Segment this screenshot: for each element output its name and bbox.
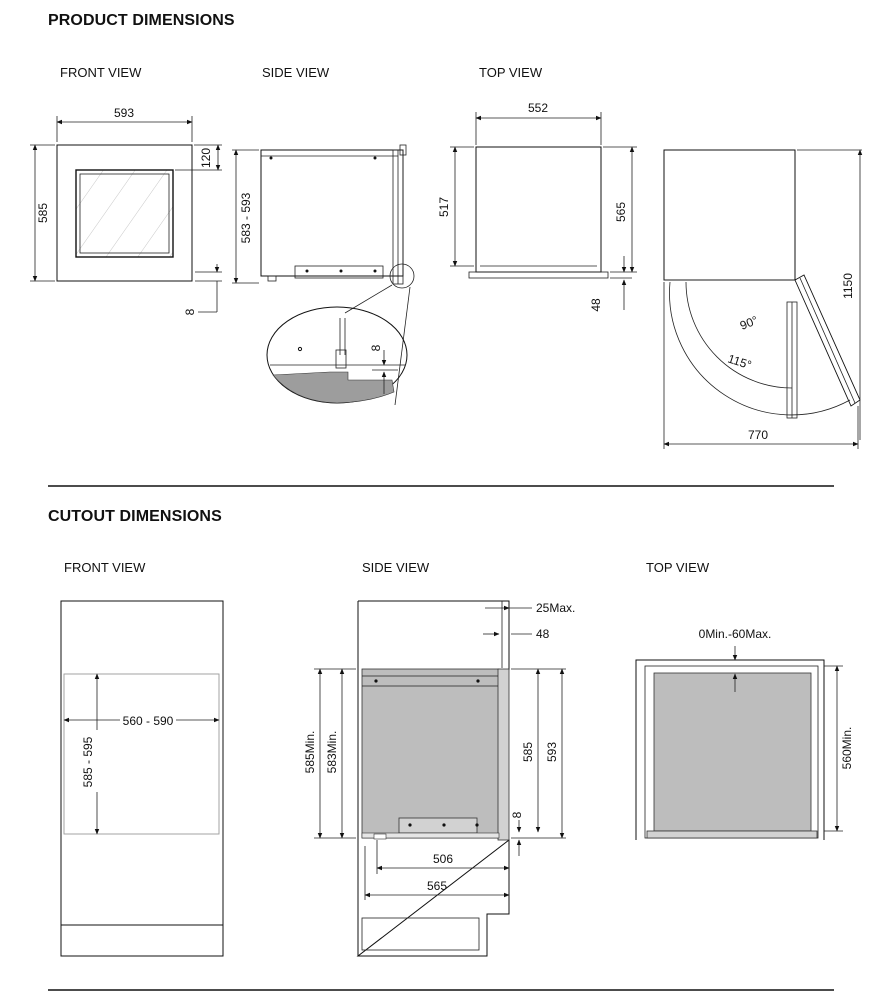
cutout-h593-label: 593 xyxy=(545,742,559,762)
cutout-top-view-label: TOP VIEW xyxy=(646,560,710,575)
product-dimensions-heading: PRODUCT DIMENSIONS xyxy=(48,12,235,29)
door-swing-view: 90° 115° 1150 770 xyxy=(663,149,863,449)
product-side-view: 583 - 593 8 xyxy=(232,144,415,406)
cutout-min-583-label: 583Min. xyxy=(325,731,339,774)
angle-90-label: 90° xyxy=(738,313,760,333)
cutout-depth-min-label: 560Min. xyxy=(840,727,854,770)
swing-depth-label: 1150 xyxy=(841,273,855,299)
front-bottom-gap-label: 8 xyxy=(183,308,197,315)
product-side-view-label: SIDE VIEW xyxy=(262,65,330,80)
cutout-width-range-label: 560 - 590 xyxy=(123,714,174,728)
front-width-label: 593 xyxy=(114,106,134,120)
cutout-depth-506-label: 506 xyxy=(433,852,453,866)
angle-115-label: 115° xyxy=(726,352,753,373)
top-inner-depth-label: 517 xyxy=(437,197,451,217)
cutout-min-585-label: 585Min. xyxy=(303,731,317,774)
front-height-label: 585 xyxy=(36,203,50,223)
cutout-h585-label: 585 xyxy=(521,742,535,762)
swing-width-label: 770 xyxy=(748,428,768,442)
top-door-label: 48 xyxy=(589,298,603,312)
side-detail-gap-label: 8 xyxy=(369,344,383,351)
cutout-side-view-label: SIDE VIEW xyxy=(362,560,430,575)
cutout-top-gap-label: 0Min.-60Max. xyxy=(699,627,772,641)
product-front-view: 593 585 120 8 xyxy=(30,106,222,315)
cutout-dimensions-heading: CUTOUT DIMENSIONS xyxy=(48,508,222,525)
cutout-max-gap-label: 25Max. xyxy=(536,601,575,615)
glass-offset-label: 120 xyxy=(199,148,213,168)
product-top-view: 552 517 565 48 xyxy=(437,101,637,312)
side-height-range-label: 583 - 593 xyxy=(239,192,253,243)
cutout-bottom-gap-label: 8 xyxy=(510,811,524,818)
cutout-front-view-label: FRONT VIEW xyxy=(64,560,146,575)
cutout-front-view: 560 - 590 585 - 595 xyxy=(60,600,224,957)
cutout-side-view: 25Max. 48 585Min. 583Min. 585 593 8 506 … xyxy=(303,600,575,957)
cutout-door-label: 48 xyxy=(536,627,550,641)
cutout-height-range-label: 585 - 595 xyxy=(81,736,95,787)
cutout-depth-565-label: 565 xyxy=(427,879,447,893)
top-outer-depth-label: 565 xyxy=(614,202,628,222)
cutout-top-view: 0Min.-60Max. 560Min. xyxy=(635,627,854,840)
product-front-view-label: FRONT VIEW xyxy=(60,65,142,80)
product-top-view-label: TOP VIEW xyxy=(479,65,543,80)
top-width-label: 552 xyxy=(528,101,548,115)
